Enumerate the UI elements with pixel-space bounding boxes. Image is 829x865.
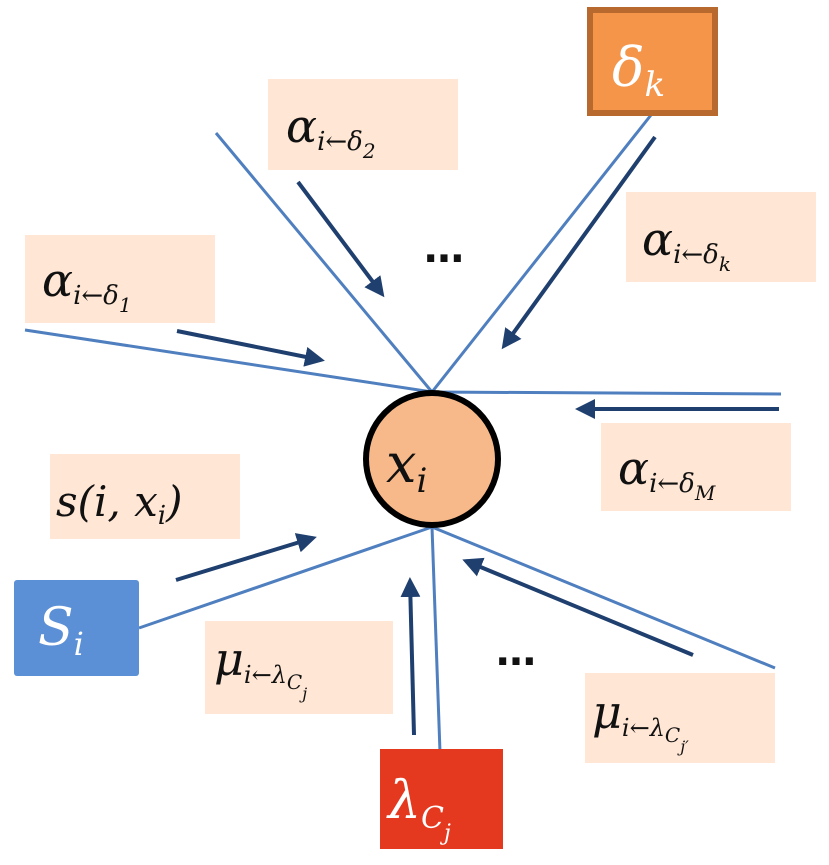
label-bg-alpha-d2	[268, 79, 458, 170]
edge-delta2	[214, 132, 434, 393]
label-bg-s-fn	[50, 454, 240, 539]
factor-node-lambda-cj[interactable]	[380, 749, 503, 849]
arrow-alpha-d2	[296, 180, 385, 298]
arrow-alpha-dk	[501, 135, 657, 350]
mu-cj2-label: μi←λCj′	[592, 685, 689, 756]
s-fn-label: s(i, xi)	[56, 477, 182, 531]
ellipsis-bottom: …	[496, 629, 536, 675]
edge-delta-m	[431, 390, 782, 396]
edge-lambda-cj	[430, 526, 442, 753]
alpha-d2-label: αi←δ2	[286, 99, 376, 163]
arrow-s-fn	[175, 533, 317, 582]
alpha-d1-label: αi←δ1	[42, 253, 132, 317]
label-bg-alpha-d1	[25, 235, 215, 323]
mu-cj-label: μi←λCj	[214, 632, 307, 703]
alpha-dk-label: αi←δk	[642, 212, 731, 276]
label-bg-alpha-dk	[626, 192, 816, 282]
arrow-mu-cj	[400, 577, 421, 736]
edge-s-i	[138, 525, 433, 630]
alpha-dM-label: αi←δM	[618, 441, 716, 505]
edge-lambda-cj2	[431, 525, 776, 670]
ellipsis-top: …	[424, 226, 464, 272]
label-bg-mu-cj	[205, 621, 393, 714]
label-bg-mu-cj2	[585, 673, 775, 763]
edge-delta1	[24, 328, 433, 394]
s-i-label: Si	[38, 598, 84, 663]
delta-k-label: δk	[612, 36, 665, 105]
edge-delta-k	[430, 114, 653, 393]
variable-node-x-i[interactable]	[363, 390, 501, 528]
x-i-label: xi	[386, 432, 427, 501]
label-bg-alpha-dM	[601, 423, 791, 511]
factor-node-delta-k[interactable]	[587, 7, 718, 116]
arrow-alpha-d1	[176, 329, 325, 367]
factor-node-s-i[interactable]	[14, 580, 139, 676]
arrow-mu-cj2	[462, 557, 694, 657]
